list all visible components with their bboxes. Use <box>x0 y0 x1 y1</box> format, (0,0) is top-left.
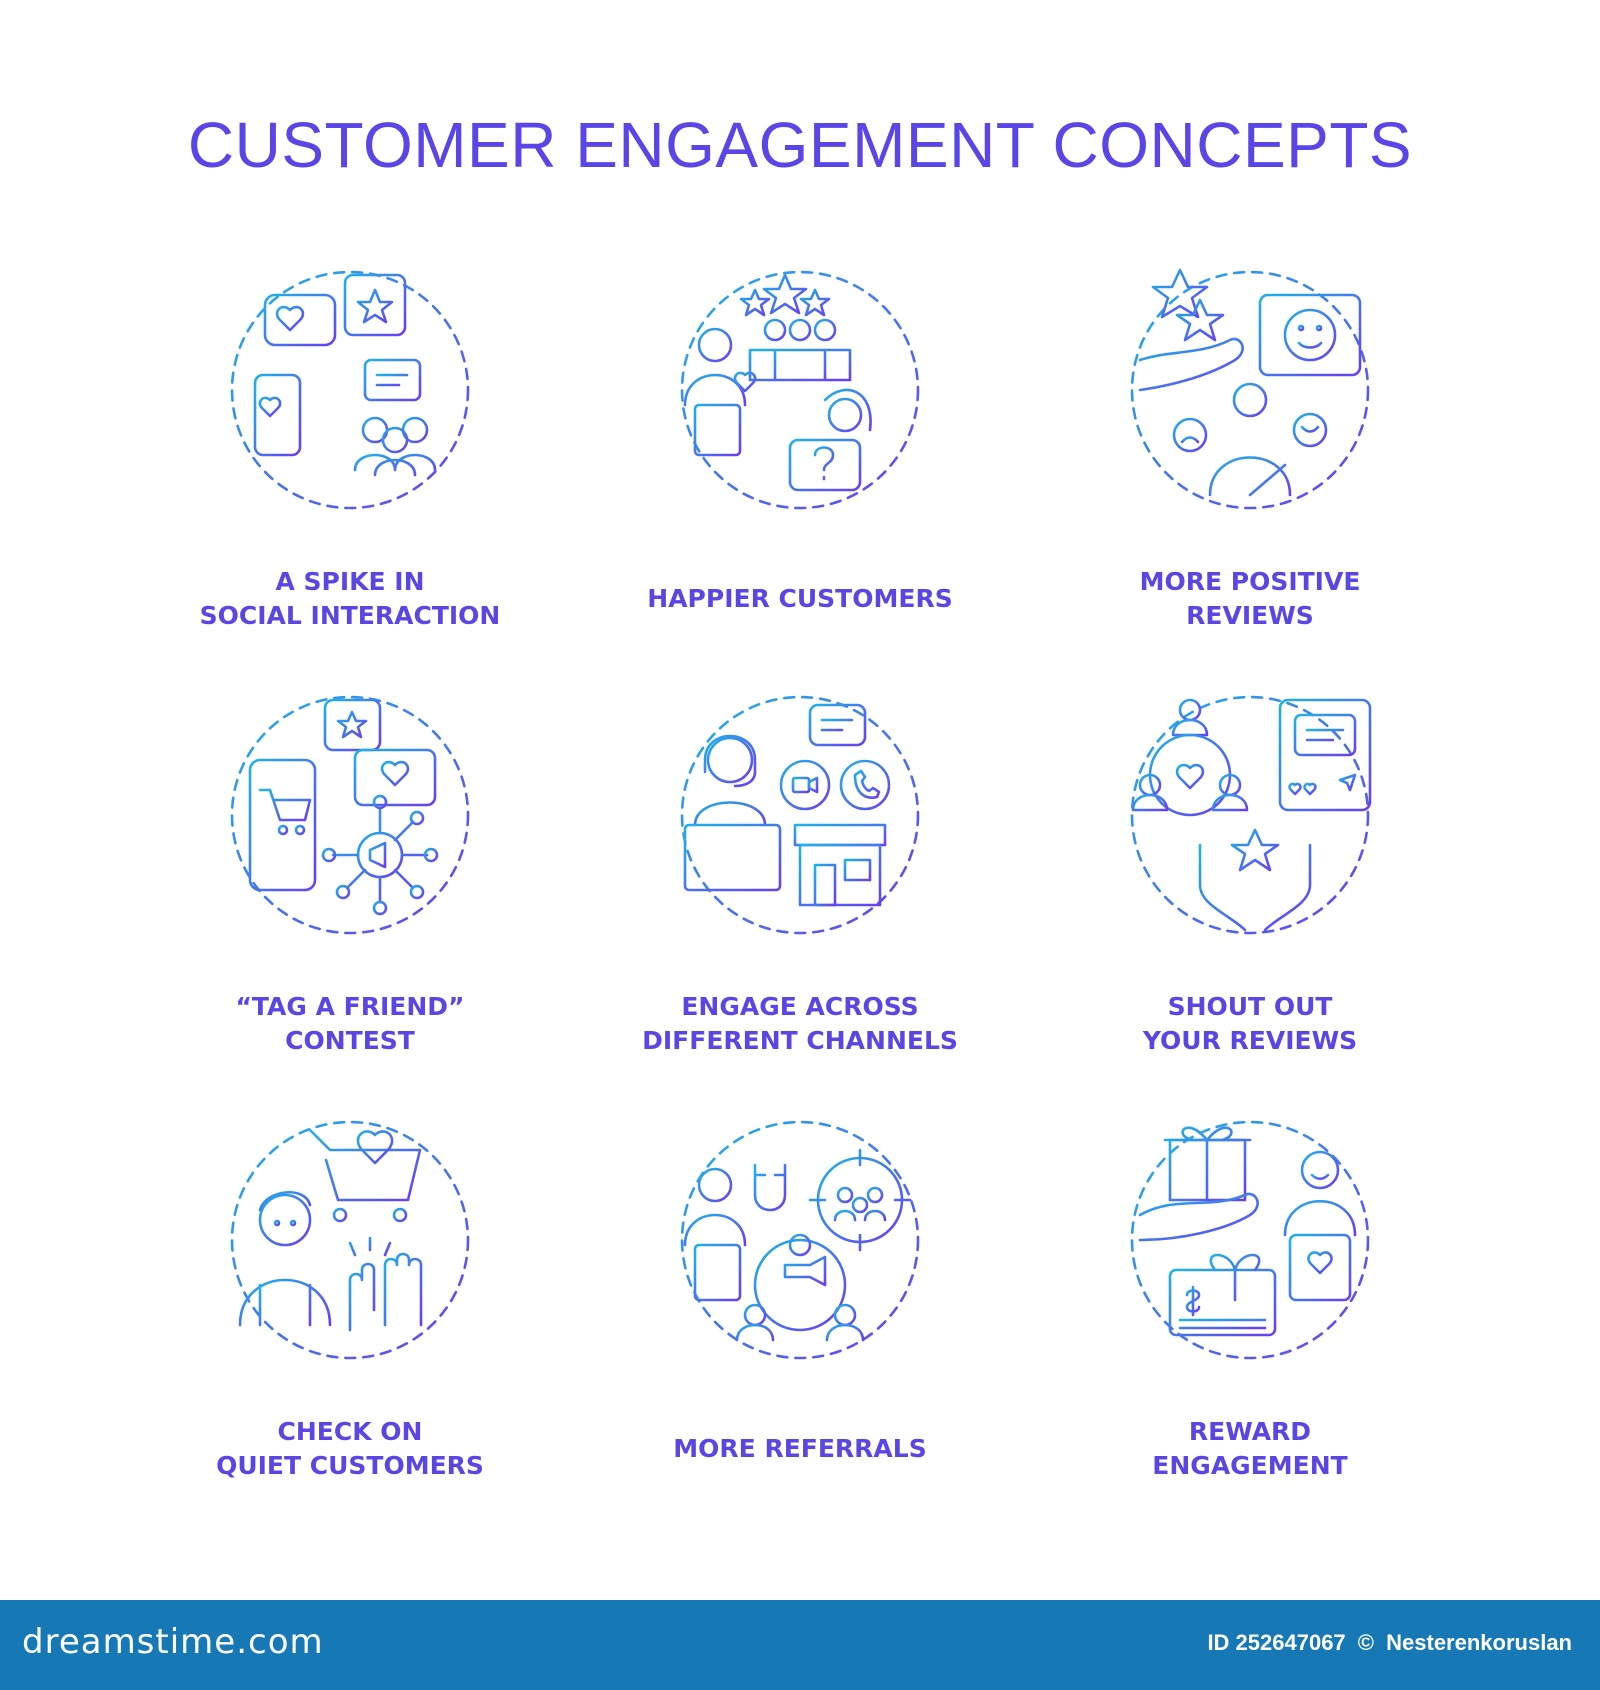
author-name: Nesterenkoruslan <box>1386 1630 1572 1655</box>
concept-label: “TAG A FRIEND” CONTEST <box>130 990 570 1058</box>
label-line: CONTEST <box>285 1026 415 1055</box>
concept-card-social-interaction: A SPIKE IN SOCIAL INTERACTION <box>130 265 570 685</box>
label-line: “TAG A FRIEND” <box>235 992 465 1021</box>
concept-label: MORE POSITIVE REVIEWS <box>1030 565 1470 633</box>
social-interaction-icon <box>225 265 475 515</box>
brand-logo: dreamstime.com <box>22 1622 324 1662</box>
label-line: DIFFERENT CHANNELS <box>642 1026 958 1055</box>
tag-a-friend-icon <box>225 690 475 940</box>
positive-reviews-icon <box>1125 265 1375 515</box>
label-line: QUIET CUSTOMERS <box>216 1451 484 1480</box>
footer-bar: dreamstime.com ID 252647067 © Nesterenko… <box>0 1600 1600 1690</box>
quiet-customers-icon <box>225 1115 475 1365</box>
concept-card-different-channels: ENGAGE ACROSS DIFFERENT CHANNELS <box>580 690 1020 1110</box>
page-title: CUSTOMER ENGAGEMENT CONCEPTS <box>187 109 1413 181</box>
reward-engagement-icon <box>1125 1115 1375 1365</box>
label-line: SHOUT OUT <box>1167 992 1333 1021</box>
concept-card-quiet-customers: CHECK ON QUIET CUSTOMERS <box>130 1115 570 1535</box>
label-line: HAPPIER CUSTOMERS <box>647 584 953 613</box>
label-line: ENGAGE ACROSS <box>681 992 919 1021</box>
happy-customers-icon <box>675 265 925 515</box>
concept-label: REWARD ENGAGEMENT <box>1030 1415 1470 1483</box>
concept-label: A SPIKE IN SOCIAL INTERACTION <box>130 565 570 633</box>
referrals-icon <box>675 1115 925 1365</box>
label-line: A SPIKE IN <box>275 567 425 596</box>
label-line: MORE REFERRALS <box>673 1434 927 1463</box>
concept-card-happier-customers: HAPPIER CUSTOMERS <box>580 265 1020 685</box>
concept-card-reward-engagement: REWARD ENGAGEMENT <box>1030 1115 1470 1535</box>
concept-card-more-referrals: MORE REFERRALS <box>580 1115 1020 1535</box>
label-line: REWARD <box>1188 1417 1312 1446</box>
concept-label: CHECK ON QUIET CUSTOMERS <box>130 1415 570 1483</box>
multichannel-icon <box>675 690 925 940</box>
shout-out-reviews-icon <box>1125 690 1375 940</box>
label-line: REVIEWS <box>1186 601 1314 630</box>
copyright-icon: © <box>1357 1630 1375 1655</box>
label-line: YOUR REVIEWS <box>1142 1026 1358 1055</box>
image-id: ID 252647067 <box>1207 1630 1346 1655</box>
label-line: MORE POSITIVE <box>1139 567 1361 596</box>
concept-card-tag-a-friend: “TAG A FRIEND” CONTEST <box>130 690 570 1110</box>
concept-card-shout-out-reviews: SHOUT OUT YOUR REVIEWS <box>1030 690 1470 1110</box>
concept-label: SHOUT OUT YOUR REVIEWS <box>1030 990 1470 1058</box>
label-line: SOCIAL INTERACTION <box>199 601 501 630</box>
label-line: CHECK ON <box>277 1417 423 1446</box>
concept-label: MORE REFERRALS <box>580 1432 1020 1466</box>
concept-label: HAPPIER CUSTOMERS <box>580 582 1020 616</box>
label-line: ENGAGEMENT <box>1152 1451 1348 1480</box>
concept-card-positive-reviews: MORE POSITIVE REVIEWS <box>1030 265 1470 685</box>
image-credit: ID 252647067 © Nesterenkoruslan <box>1201 1630 1572 1656</box>
concept-label: ENGAGE ACROSS DIFFERENT CHANNELS <box>580 990 1020 1058</box>
